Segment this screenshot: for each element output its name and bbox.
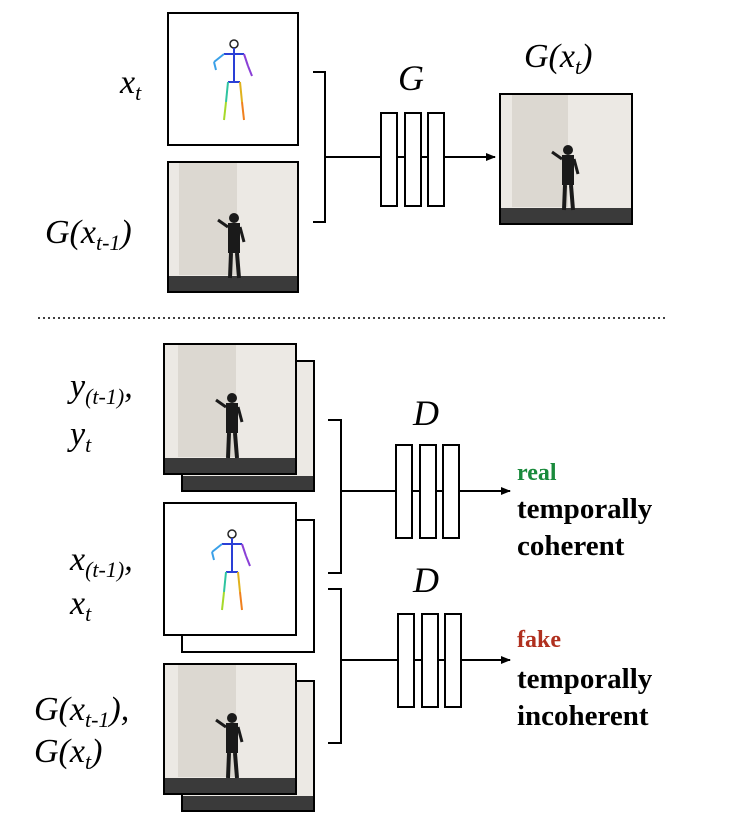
label-pose-input: xt (119, 64, 142, 105)
verdict-real-line2: coherent (517, 530, 625, 562)
verdict-real: real (517, 460, 557, 486)
label-fake-pair-prev: G(xt-1), (34, 691, 129, 732)
label-previous-output: G(xt-1) (45, 214, 132, 255)
real-input-bracket (328, 419, 342, 574)
generator-block (380, 112, 445, 207)
verdict-fake-line1: temporally (517, 663, 653, 695)
discriminator-label-fake: D (412, 560, 439, 600)
fake-input-bracket (328, 588, 342, 744)
real-frames-stack (163, 343, 315, 492)
label-pose-pair-curr: xt (69, 585, 92, 626)
pose-frame (167, 12, 299, 146)
input-bracket (313, 71, 326, 223)
verdict-fake: fake (517, 627, 561, 653)
verdict-real-line1: temporally (517, 493, 653, 525)
generator-label: G (398, 58, 424, 98)
pose-frames-stack (163, 502, 315, 653)
previous-output-frame (167, 161, 299, 293)
generated-output-frame (499, 93, 633, 225)
verdict-fake-line2: incoherent (517, 700, 649, 732)
label-generated-output: G(xt) (524, 38, 592, 79)
label-real-pair-prev: y(t-1), (67, 368, 133, 409)
fake-frames-stack (163, 663, 315, 812)
label-fake-pair-curr: G(xt) (34, 733, 102, 774)
label-pose-pair-prev: x(t-1), (69, 541, 133, 582)
discriminator-block-real (395, 444, 460, 539)
discriminator-block-fake (397, 613, 462, 708)
discriminator-label-real: D (412, 393, 439, 433)
label-real-pair-curr: yt (67, 416, 92, 457)
